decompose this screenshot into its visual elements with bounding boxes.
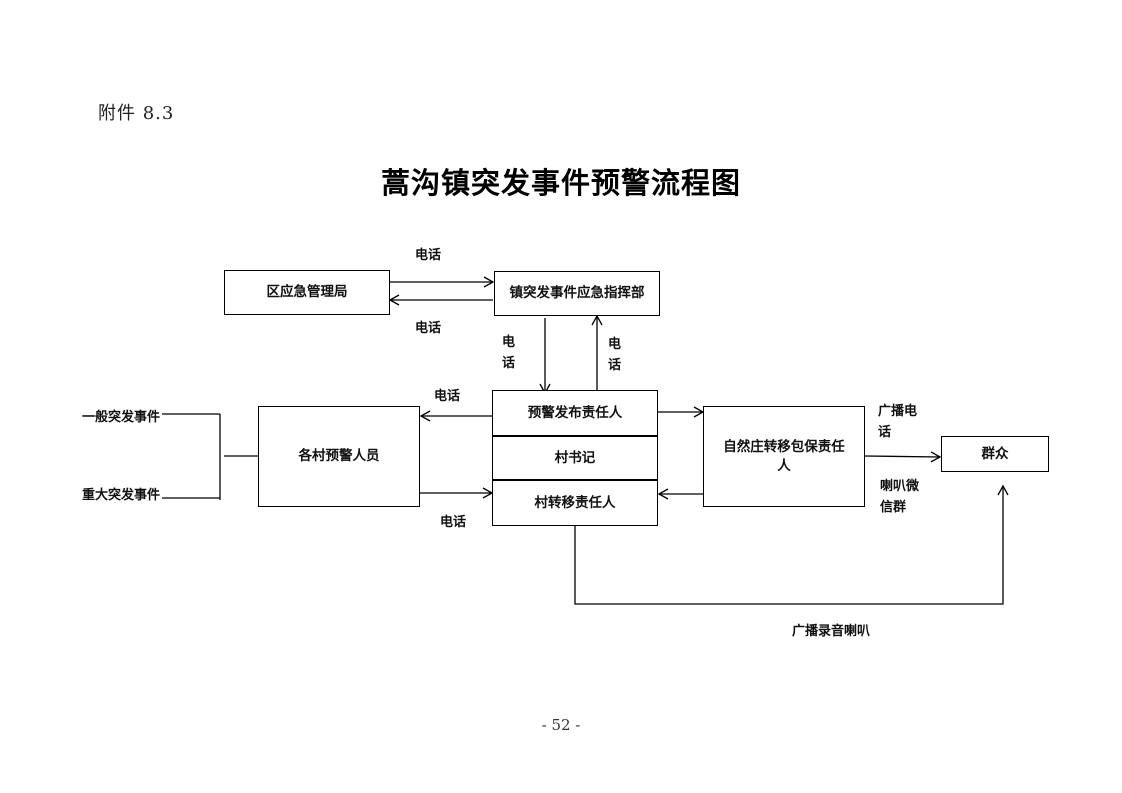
box-warning-release: 预警发布责任人 — [492, 390, 658, 436]
box-district-bureau: 区应急管理局 — [224, 270, 390, 315]
label-phone-bottom: 电话 — [415, 321, 442, 336]
label-horn-wechat: 喇叭微信群 — [880, 479, 920, 515]
box-village-secretary: 村书记 — [492, 436, 658, 480]
box-natural-village: 自然庄转移包保责任人 — [703, 406, 865, 507]
label-phone-up: 电话 — [608, 337, 622, 373]
box-village-warning-staff: 各村预警人员 — [258, 406, 420, 507]
attachment-label: 附件 8.3 — [98, 103, 175, 124]
label-major-event: 重大突发事件 — [82, 488, 161, 503]
page-title: 蒿沟镇突发事件预警流程图 — [380, 166, 741, 200]
label-broadcast-recording: 广播录音喇叭 — [792, 624, 871, 639]
label-phone-top: 电话 — [415, 248, 442, 263]
box-village-transfer: 村转移责任人 — [492, 480, 658, 526]
broadcast-path — [574, 484, 1009, 605]
label-phone-right: 电话 — [440, 515, 467, 530]
label-broadcast-phone: 广播电话 — [878, 404, 918, 440]
label-phone-down: 电话 — [502, 335, 516, 371]
box-town-command: 镇突发事件应急指挥部 — [494, 271, 660, 316]
page-number: - 52 - — [541, 716, 581, 734]
label-phone-left: 电话 — [434, 389, 461, 404]
arrow-natural-to-masses — [864, 451, 942, 463]
label-general-event: 一般突发事件 — [82, 410, 161, 425]
box-masses: 群众 — [941, 436, 1049, 472]
